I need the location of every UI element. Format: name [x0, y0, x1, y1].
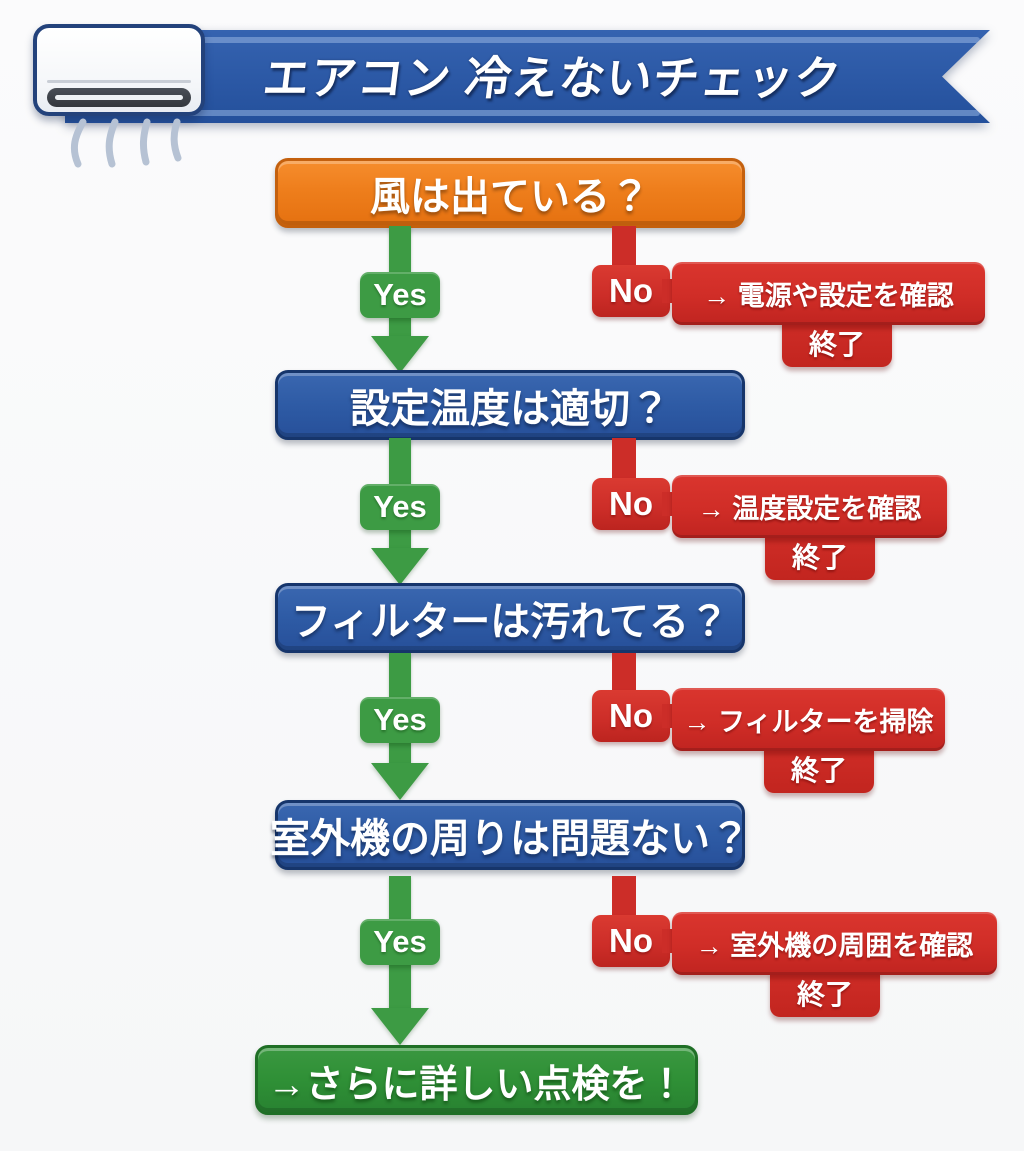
- no-badge: No: [592, 478, 670, 530]
- ac-unit-body: [33, 24, 205, 116]
- action-box-3: → フィルターを掃除: [672, 688, 945, 751]
- final-result-box: →さらに詳しい点検を！: [255, 1045, 698, 1115]
- yes-arrow-head: [371, 763, 429, 800]
- yes-arrow-head: [371, 336, 429, 373]
- yes-arrow-head: [371, 548, 429, 585]
- ac-vent-slot: [55, 95, 183, 100]
- end-tab: 終了: [782, 321, 892, 367]
- end-tab: 終了: [765, 534, 875, 580]
- end-tab: 終了: [770, 971, 880, 1017]
- question-box-4: 室外機の周りは問題ない？: [270, 800, 750, 870]
- no-badge: No: [592, 915, 670, 967]
- ribbon-highlight-bottom: [71, 110, 980, 116]
- action-box-2: → 温度設定を確認: [672, 475, 947, 538]
- no-badge: No: [592, 690, 670, 742]
- no-badge: No: [592, 265, 670, 317]
- ac-panel-line: [47, 80, 191, 83]
- yes-badge: Yes: [360, 919, 440, 965]
- question-box-3: フィルターは汚れてる？: [275, 583, 745, 653]
- ribbon-highlight-top: [71, 37, 980, 43]
- yes-arrow-head: [371, 1008, 429, 1045]
- action-box-4: → 室外機の周囲を確認: [672, 912, 997, 975]
- end-tab: 終了: [764, 747, 874, 793]
- action-box-1: → 電源や設定を確認: [672, 262, 985, 325]
- airflow-icon: [70, 118, 182, 168]
- title-banner: エアコン 冷えないチェック: [65, 30, 990, 123]
- ribbon-background: エアコン 冷えないチェック: [65, 30, 990, 123]
- yes-badge: Yes: [360, 272, 440, 318]
- question-box-1: 風は出ている？: [275, 158, 745, 228]
- yes-badge: Yes: [360, 697, 440, 743]
- ac-vent: [47, 88, 191, 107]
- yes-badge: Yes: [360, 484, 440, 530]
- air-conditioner-icon: [33, 24, 205, 168]
- question-box-2: 設定温度は適切？: [275, 370, 745, 440]
